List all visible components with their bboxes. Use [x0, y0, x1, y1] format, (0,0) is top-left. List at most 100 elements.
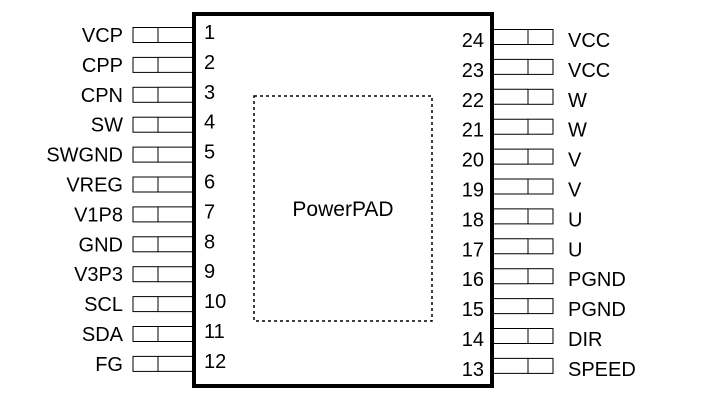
pin-lead-box — [527, 58, 554, 75]
pin-lead-box — [132, 56, 159, 73]
pin-number-label: 10 — [204, 291, 226, 313]
pin-name-label: PGND — [568, 269, 626, 291]
pin-name-label: SPEED — [568, 359, 636, 381]
right-pin-18: U 18 — [462, 208, 582, 231]
pin-name-label: VCC — [568, 60, 610, 82]
pin-name-label: SCL — [84, 294, 123, 316]
pin-name-label: SWGND — [46, 145, 123, 167]
pin-lead-box — [527, 148, 554, 165]
pin-number-label: 14 — [462, 329, 484, 351]
right-pin-21: W 21 — [462, 118, 587, 142]
pin-name-label: CPN — [81, 85, 123, 107]
pin-lead-box — [132, 86, 159, 103]
pin-lead-box — [527, 268, 554, 285]
pin-number-label: 1 — [204, 22, 215, 44]
pin-number-label: 21 — [462, 120, 484, 142]
pin-name-label: V3P3 — [74, 264, 123, 286]
left-pin-3: CPN 3 — [81, 82, 215, 107]
pin-number-label: 12 — [204, 351, 226, 373]
pin-lead-box — [132, 326, 159, 342]
left-pin-4: SW 4 — [91, 112, 215, 137]
pin-name-label: V — [568, 150, 582, 172]
pin-name-label: CPP — [82, 55, 123, 77]
pin-number-label: 7 — [204, 201, 215, 223]
pin-lead-box — [527, 208, 554, 225]
pin-name-label: DIR — [568, 329, 602, 351]
pin-number-label: 20 — [462, 150, 484, 172]
right-pin-19: V 19 — [462, 178, 582, 202]
right-pin-column: VCC24VCC23W22W21V20V19U18U17PGND16PGND15… — [462, 29, 636, 381]
right-pin-22: W 22 — [462, 88, 587, 112]
pin-number-label: 16 — [462, 269, 484, 291]
pin-name-label: SW — [91, 115, 123, 137]
left-pin-2: CPP 2 — [82, 52, 215, 77]
powerpad-label: PowerPAD — [292, 198, 393, 221]
pin-number-label: 23 — [462, 60, 484, 82]
powerpad-outline — [253, 95, 433, 322]
pin-number-label: 17 — [462, 239, 484, 261]
pin-number-label: 5 — [204, 142, 215, 164]
pin-lead-box — [527, 238, 554, 255]
pin-lead-box — [132, 116, 159, 133]
right-pin-13: SPEED 13 — [462, 357, 636, 381]
pin-name-label: VCC — [568, 30, 610, 52]
pin-lead-box — [132, 266, 159, 283]
left-pin-10: SCL 10 — [84, 291, 226, 316]
pin-lead-box — [132, 206, 159, 223]
pin-number-label: 11 — [204, 321, 225, 343]
pin-number-label: 19 — [462, 180, 484, 202]
left-pin-12: FG 12 — [95, 351, 226, 376]
pin-name-label: W — [568, 90, 587, 112]
pin-lead-box — [132, 296, 159, 313]
pin-name-label: SDA — [82, 324, 124, 346]
right-pin-23: VCC 23 — [462, 58, 610, 82]
pin-number-label: 22 — [462, 90, 484, 112]
pin-lead-box — [132, 176, 159, 193]
pin-number-label: 15 — [462, 299, 484, 321]
pin-number-label: 4 — [204, 112, 215, 134]
pin-name-label: W — [568, 120, 587, 142]
left-pin-5: SWGND 5 — [46, 142, 215, 167]
pin-lead-box — [132, 355, 159, 372]
right-pin-16: PGND 16 — [462, 268, 626, 291]
right-pin-24: VCC 24 — [462, 29, 610, 52]
pin-lead-box — [527, 178, 554, 195]
left-pin-9: V3P3 9 — [74, 261, 215, 286]
pin-lead-box — [527, 88, 554, 105]
pin-name-label: V — [568, 180, 582, 202]
pin-name-label: V1P8 — [74, 204, 123, 226]
ic-package-body — [192, 12, 494, 388]
pin-lead-box — [527, 328, 554, 344]
pin-lead-box — [132, 236, 159, 253]
pin-name-label: GND — [79, 234, 123, 256]
pin-number-label: 24 — [462, 30, 484, 52]
pin-number-label: 6 — [204, 172, 215, 194]
left-pin-7: V1P8 7 — [74, 201, 215, 226]
pin-name-label: PGND — [568, 299, 626, 321]
pin-name-label: VCP — [82, 25, 123, 47]
pin-lead-box — [132, 146, 159, 163]
left-pin-11: SDA 11 — [82, 321, 225, 346]
pin-number-label: 3 — [204, 82, 215, 104]
pin-name-label: FG — [95, 354, 123, 376]
pin-number-label: 13 — [462, 359, 484, 381]
left-pin-8: GND 8 — [79, 231, 216, 256]
right-pin-17: U 17 — [462, 238, 582, 261]
pin-lead-box — [527, 118, 554, 135]
pin-lead-box — [527, 357, 554, 374]
pin-lead-box — [527, 298, 554, 315]
pin-name-label: U — [568, 239, 582, 261]
right-pin-20: V 20 — [462, 148, 582, 172]
right-pin-14: DIR 14 — [462, 328, 602, 351]
pin-number-label: 9 — [204, 261, 215, 283]
pin-number-label: 8 — [204, 231, 215, 253]
pin-name-label: U — [568, 209, 582, 231]
pin-number-label: 18 — [462, 209, 484, 231]
pin-number-label: 2 — [204, 52, 215, 74]
pin-lead-box — [132, 27, 159, 43]
pin-lead-box — [527, 29, 554, 45]
